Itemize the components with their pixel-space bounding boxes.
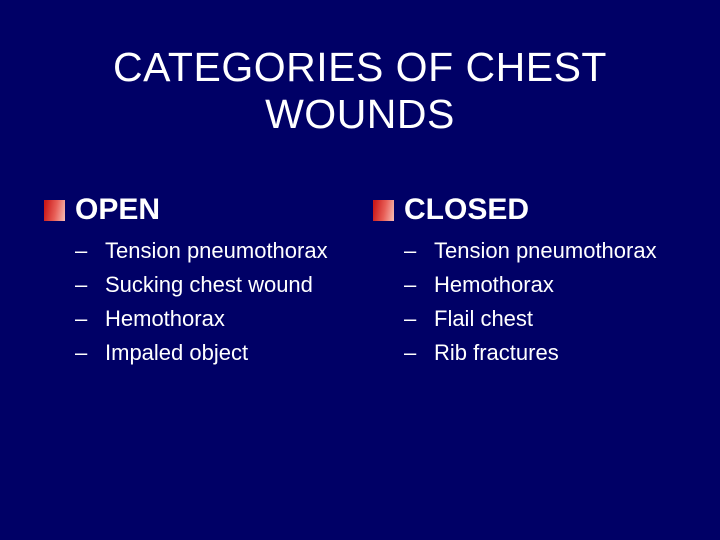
dash-bullet: – xyxy=(404,272,417,297)
list-item-text: Rib fractures xyxy=(434,340,559,365)
list-item-text: Tension pneumothorax xyxy=(105,238,328,263)
list-item: –Flail chest xyxy=(404,302,703,336)
list-item: –Hemothorax xyxy=(75,302,364,336)
dash-bullet: – xyxy=(75,306,88,331)
open-heading-row: OPEN xyxy=(44,193,364,226)
closed-section: CLOSED –Tension pneumothorax–Hemothorax–… xyxy=(373,193,703,370)
slide-title-line-2: WOUNDS xyxy=(265,91,455,137)
column-heading: CLOSED xyxy=(404,193,530,226)
list-item: –Impaled object xyxy=(75,336,364,370)
red-square-bullet-icon xyxy=(373,199,394,221)
sub-list: –Tension pneumothorax–Sucking chest woun… xyxy=(44,234,364,370)
list-item-text: Sucking chest wound xyxy=(105,272,313,297)
list-item: –Sucking chest wound xyxy=(75,268,364,302)
dash-bullet: – xyxy=(75,238,88,263)
slide-title-line-1: CATEGORIES OF CHEST xyxy=(113,44,607,90)
dash-bullet: – xyxy=(75,272,88,297)
dash-bullet: – xyxy=(75,340,88,365)
sub-list: –Tension pneumothorax–Hemothorax–Flail c… xyxy=(373,234,703,370)
column-heading: OPEN xyxy=(75,193,161,226)
closed-heading-row: CLOSED xyxy=(373,193,703,226)
list-item-text: Hemothorax xyxy=(434,272,554,297)
list-item: –Rib fractures xyxy=(404,336,703,370)
list-item-text: Tension pneumothorax xyxy=(434,238,657,263)
list-item: –Tension pneumothorax xyxy=(75,234,364,268)
slide-title: CATEGORIES OF CHEST WOUNDS xyxy=(0,44,720,138)
list-item-text: Flail chest xyxy=(434,306,534,331)
list-item-text: Hemothorax xyxy=(105,306,225,331)
red-square-bullet-icon xyxy=(44,199,65,221)
dash-bullet: – xyxy=(404,238,417,263)
dash-bullet: – xyxy=(404,306,417,331)
dash-bullet: – xyxy=(404,340,417,365)
list-item: –Hemothorax xyxy=(404,268,703,302)
list-item-text: Impaled object xyxy=(105,340,249,365)
open-section: OPEN –Tension pneumothorax–Sucking chest… xyxy=(44,193,364,370)
list-item: –Tension pneumothorax xyxy=(404,234,703,268)
